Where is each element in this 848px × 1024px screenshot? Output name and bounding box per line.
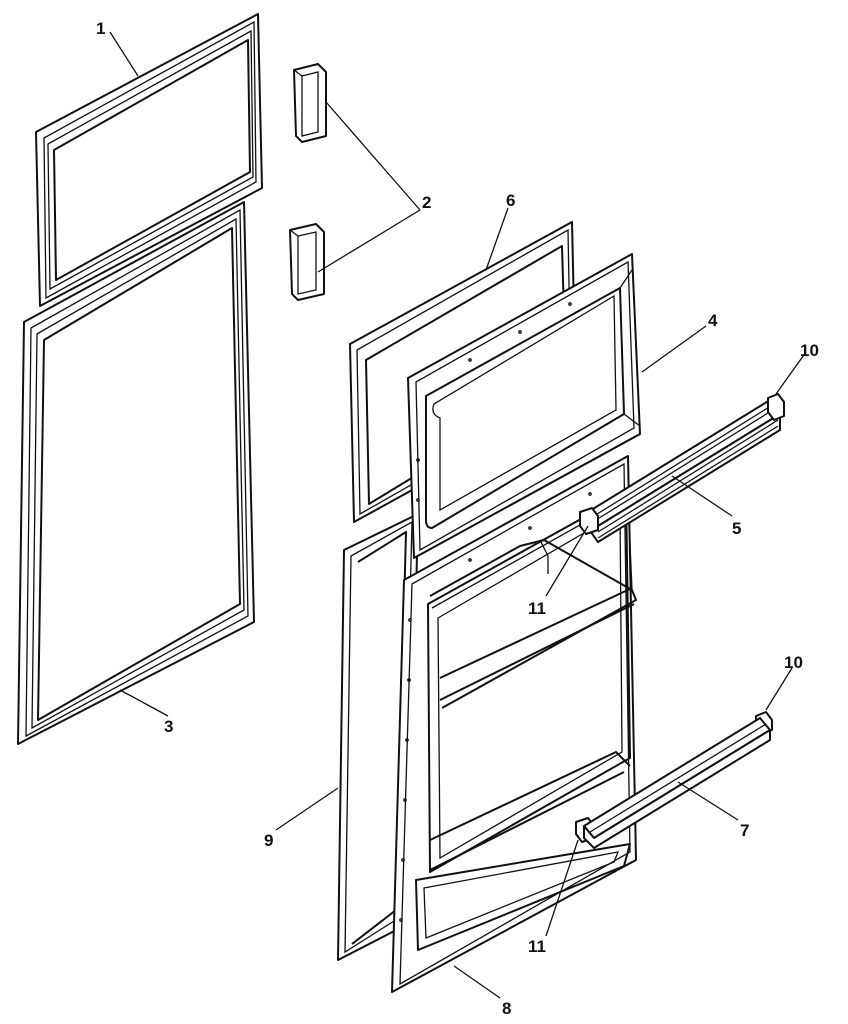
part-4-freezer-door [407,253,641,559]
part-10-end-cap-upper [767,393,785,421]
part-11-clip-upper [579,507,599,535]
callout-4: 4 [708,311,718,330]
part-2-hinge-lower [289,223,325,301]
callout-2: 2 [422,193,431,212]
callout-10-upper: 10 [800,341,819,360]
part-8-fresh-food-door [391,455,637,993]
callouts: 1 2 3 4 5 6 7 8 9 10 10 11 11 [96,19,819,1018]
callout-7: 7 [740,821,749,840]
callout-11-lower: 11 [528,937,546,956]
callout-11-upper: 11 [528,599,546,618]
callout-8: 8 [502,999,511,1018]
leader-lines [109,31,807,999]
part-2-hinge-upper [293,63,327,143]
callout-3: 3 [164,717,173,736]
part-1-upper-gasket [35,13,263,307]
part-3-lower-gasket [17,201,255,745]
callout-10-lower: 10 [784,653,803,672]
callout-5: 5 [732,519,741,538]
callout-9: 9 [264,831,273,850]
callout-1: 1 [96,19,105,38]
part-7-fresh-food-handle [583,717,771,849]
callout-6: 6 [506,191,515,210]
